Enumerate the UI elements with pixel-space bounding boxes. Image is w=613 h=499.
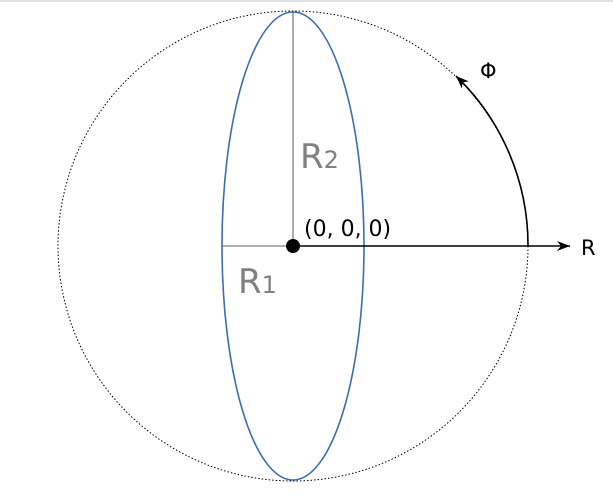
- r-axis-label: R: [581, 236, 596, 260]
- r1-label: R1: [238, 262, 277, 302]
- r1-letter: R: [238, 262, 262, 302]
- top-border: [0, 0, 613, 2]
- phi-arc-arrow: [455, 75, 529, 247]
- origin-point: [286, 239, 300, 253]
- r2-label: R2: [300, 137, 339, 177]
- phi-label: Φ: [480, 59, 497, 83]
- r2-letter: R: [300, 137, 324, 177]
- r2-subscript: 2: [324, 146, 339, 174]
- r1-subscript: 1: [262, 271, 277, 299]
- origin-label: (0, 0, 0): [304, 217, 391, 242]
